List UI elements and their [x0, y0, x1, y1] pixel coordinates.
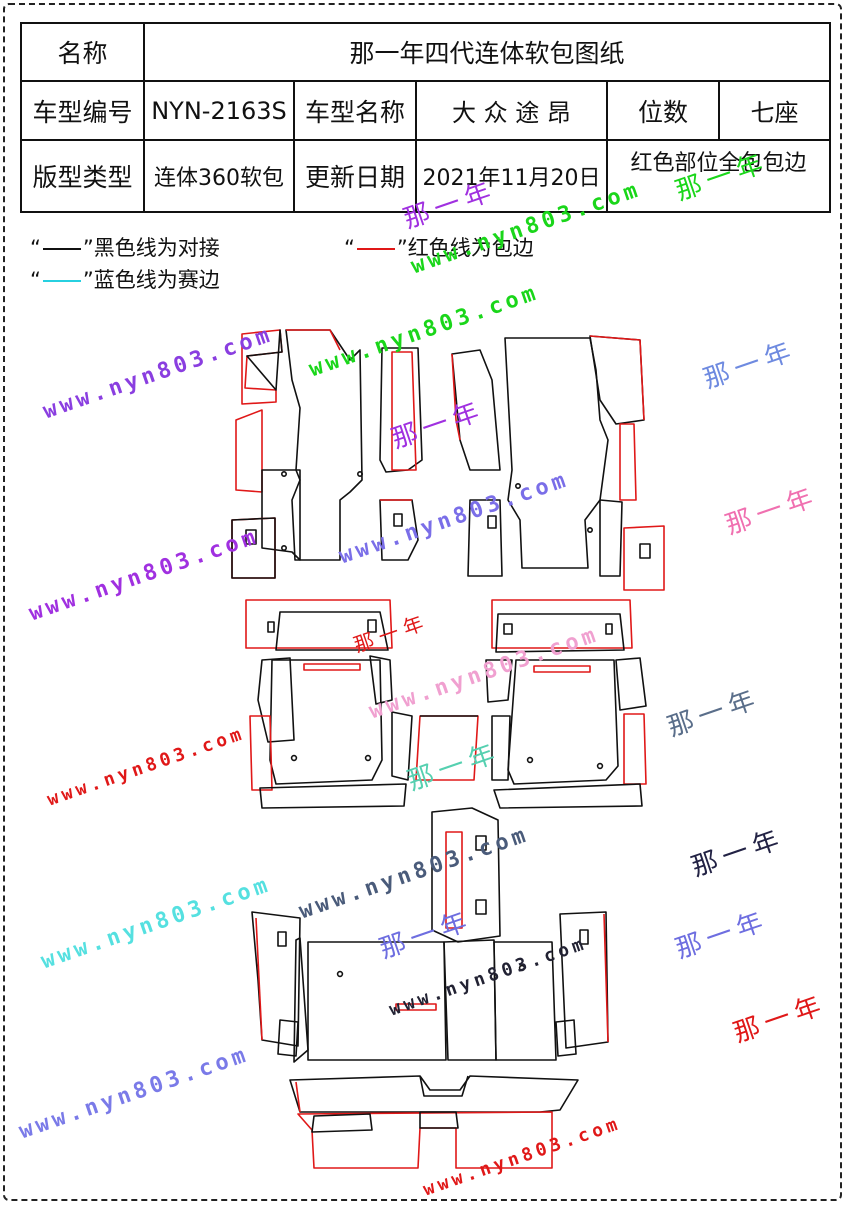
date-label: 更新日期 [293, 139, 417, 213]
red-area-note: 红色部位全包包边 [605, 139, 832, 213]
black-line-swatch [42, 248, 81, 250]
seats-value: 七座 [717, 80, 832, 141]
spec-table: 名称 那一年四代连体软包图纸 车型编号 NYN-2163S 车型名称 大 众 途… [20, 22, 832, 213]
type-value: 连体360软包 [143, 139, 295, 213]
name-label: 名称 [20, 22, 145, 82]
date-value: 2021年11月20日 [415, 139, 608, 213]
model-code-value: NYN-2163S [143, 80, 295, 141]
model-name-label: 车型名称 [293, 80, 417, 141]
red-line-swatch [356, 248, 395, 250]
legend-blue: “”蓝色线为赛边 [30, 268, 220, 292]
legend-red: “”红色线为包边 [344, 236, 534, 260]
seats-label: 位数 [606, 80, 720, 141]
type-label: 版型类型 [20, 139, 145, 213]
name-value: 那一年四代连体软包图纸 [142, 22, 832, 82]
model-code-label: 车型编号 [20, 80, 145, 141]
page-border [3, 3, 842, 1201]
model-name-value: 大 众 途 昂 [415, 80, 608, 141]
blue-line-swatch [42, 280, 81, 282]
legend-black: “”黑色线为对接 [30, 236, 220, 260]
